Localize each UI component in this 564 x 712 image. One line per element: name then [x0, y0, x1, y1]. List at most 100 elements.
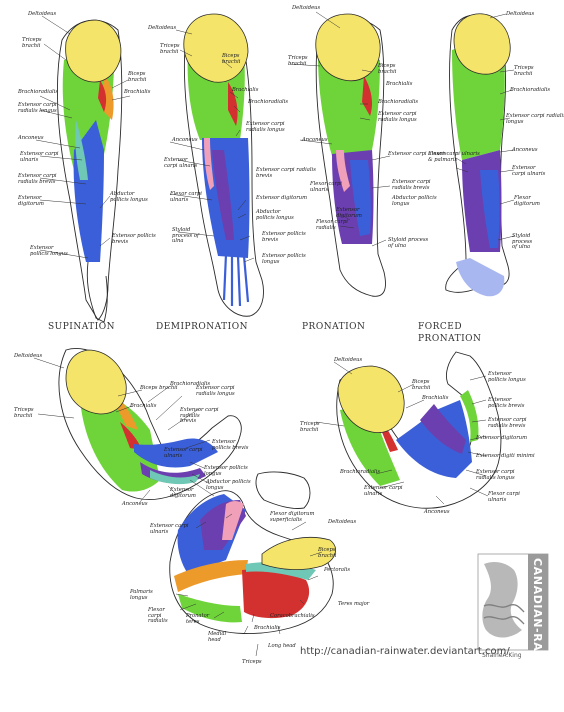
- leader-lines-group-7: [175, 513, 323, 657]
- arm-supination-orange: [104, 74, 114, 120]
- arm-flexed-left-green: [80, 390, 160, 492]
- arm-bottom: [169, 471, 336, 634]
- label-c-teres: Teres major: [338, 601, 370, 607]
- watermark-url: http://canadian-rainwater.deviantart.com…: [300, 646, 510, 657]
- arm-demipronation-purple: [212, 150, 234, 240]
- label-b1-biceps: Biceps brachii: [140, 385, 178, 391]
- leader-lines-group-4: [455, 13, 515, 241]
- label-b2-edm: Extensor digiti minimi: [476, 453, 535, 459]
- arm-bottom-orange: [174, 560, 248, 592]
- label-a3-triceps: Triceps brachii: [288, 55, 308, 67]
- label-a4-styloid: Styloid process of ulna: [512, 233, 533, 251]
- label-b1-anconeus: Anconeus: [122, 501, 148, 507]
- label-c-coraco: Coracobrachialis: [270, 613, 315, 619]
- label-a1-apl: Abductor pollicis longus: [110, 191, 148, 203]
- watermark-logo: [477, 553, 549, 651]
- arm-pronation-blue: [350, 160, 371, 236]
- label-c-biceps: Biceps brachii: [318, 547, 337, 559]
- arm-forced-pronation: [445, 13, 511, 297]
- leader-lines-group-1: [35, 15, 131, 259]
- watermark-logo-emblem: [482, 562, 522, 638]
- arm-pronation-pink: [336, 150, 350, 192]
- arm-demipronation-pink: [204, 138, 214, 190]
- label-c-pronator: Pronator teres: [186, 613, 210, 625]
- label-a2-brachioradialis: Brachioradialis: [248, 99, 289, 105]
- leader-lines-group-3: [289, 11, 391, 247]
- label-c-brachialis: Brachialis: [254, 625, 281, 631]
- label-c-triceps: Triceps: [242, 659, 262, 665]
- label-b1-ecrb: Extensor carpi radialis brevis: [180, 407, 219, 425]
- arm-pronation: [315, 13, 386, 297]
- label-a2-biceps: Biceps brachii: [222, 53, 241, 65]
- label-a3-anconeus: Anconeus: [302, 137, 328, 143]
- label-a4-fcu: Flexor carpi ulnaris & palmaris: [428, 151, 480, 163]
- leader-lines-group-5: [33, 357, 215, 503]
- label-b2-ecu-pl: Extensor carpi ulnaris: [364, 485, 403, 497]
- watermark-logo-waves: [483, 603, 525, 625]
- arm-supination-teal: [75, 120, 88, 180]
- label-a1-brachioradialis: Brachioradialis: [18, 89, 59, 95]
- label-a2-styloid: Styloid process of ulna: [172, 227, 199, 245]
- label-c-medial: Medial head: [208, 631, 227, 643]
- label-a1-anconeus: Anconeus: [18, 135, 44, 141]
- arm-flexed-right-purple: [420, 404, 466, 454]
- label-c-deltoideus: Deltoideus: [328, 519, 357, 525]
- label-a1-brachialis: Brachialis: [124, 89, 151, 95]
- label-b2-epb: Extensor pollicis brevis: [488, 397, 525, 409]
- arm-bottom-fist: [255, 471, 311, 509]
- arm-supination: [56, 19, 123, 323]
- label-a3-styloid: Styloid process of ulna: [388, 237, 429, 249]
- label-b1-triceps: Triceps brachii: [14, 407, 34, 419]
- label-a1-deltoideus: Deltoideus: [28, 11, 57, 17]
- arm-flexed-left-outline: [58, 347, 242, 500]
- arm-bottom-deltoid: [261, 537, 336, 570]
- label-b2-ed: Extensor digitorum: [476, 435, 528, 441]
- label-a3-fcu: Flexor carpi ulnaris: [310, 181, 342, 193]
- arm-forced-deltoid: [453, 13, 511, 75]
- arm-forced-lightblue: [456, 258, 505, 297]
- arm-demipronation-red: [228, 82, 238, 126]
- label-b2-fcu: Flexor carpi ulnaris: [488, 491, 520, 503]
- label-b2-deltoideus: Deltoideus: [334, 357, 363, 363]
- label-a3-ecrl: Extensor carpi radialis longus: [378, 111, 417, 123]
- label-a4-triceps: Triceps brachii: [514, 65, 534, 77]
- label-a1-triceps: Triceps brachii: [22, 37, 42, 49]
- caption-supination: SUPINATION: [48, 322, 116, 332]
- label-a3-biceps: Biceps brachii: [378, 63, 397, 75]
- caption-forced: FORCED: [418, 322, 463, 332]
- arm-pronation-deltoid: [315, 13, 381, 82]
- arm-bottom-forearm-pink: [222, 501, 244, 540]
- arm-forced-green: [452, 46, 505, 160]
- label-a3-apl: Abductor pollicis longus: [392, 195, 437, 207]
- leader-lines-group-2: [169, 29, 255, 263]
- label-c-fcr: Flexor carpi radialis: [148, 607, 168, 625]
- leader-lines: [33, 11, 515, 657]
- label-b1-brachialis: Brachialis: [130, 403, 157, 409]
- label-b2-biceps: Biceps brachii: [412, 379, 431, 391]
- label-a3-ecu: Extensor carpi ulnaris: [388, 151, 447, 157]
- caption-forced-pronation: PRONATION: [418, 334, 482, 344]
- arm-demipronation: [183, 13, 264, 317]
- label-a1-ecrb: Extensor carpi radialis brevis: [18, 173, 57, 185]
- arm-flexed-right: [336, 351, 502, 509]
- label-a2-deltoideus: Deltoideus: [148, 25, 177, 31]
- caption-pronation: PRONATION: [302, 322, 366, 332]
- label-c-ecu: Extensor carpi ulnaris: [150, 523, 189, 535]
- label-a2-ecu: Extensor carpi ulnaris: [164, 157, 198, 169]
- label-b2-brachioradialis: Brachioradialis: [340, 469, 381, 475]
- label-a1-biceps: Biceps brachii: [128, 71, 147, 83]
- arm-demipronation-tendons: [222, 253, 250, 307]
- label-b1-apl: Abductor pollicis longus: [206, 479, 251, 491]
- label-a2-epl: Extensor pollicis longus: [262, 253, 306, 265]
- arm-pronation-outline: [315, 17, 386, 297]
- arm-supination-deltoid: [65, 19, 122, 83]
- arm-demipronation-deltoid: [183, 13, 249, 83]
- label-b1-ecu: Extensor carpi ulnaris: [164, 447, 203, 459]
- label-a3-brachioradialis: Brachioradialis: [378, 99, 419, 105]
- leader-lines-group-6: [315, 361, 489, 505]
- arm-flexed-left-deltoid: [65, 349, 127, 415]
- label-b1-deltoideus: Deltoideus: [14, 353, 43, 359]
- label-a4-anconeus: Anconeus: [512, 147, 538, 153]
- label-a3-ed: Extensor digitorum: [336, 207, 362, 219]
- label-b2-triceps: Triceps brachii: [300, 421, 320, 433]
